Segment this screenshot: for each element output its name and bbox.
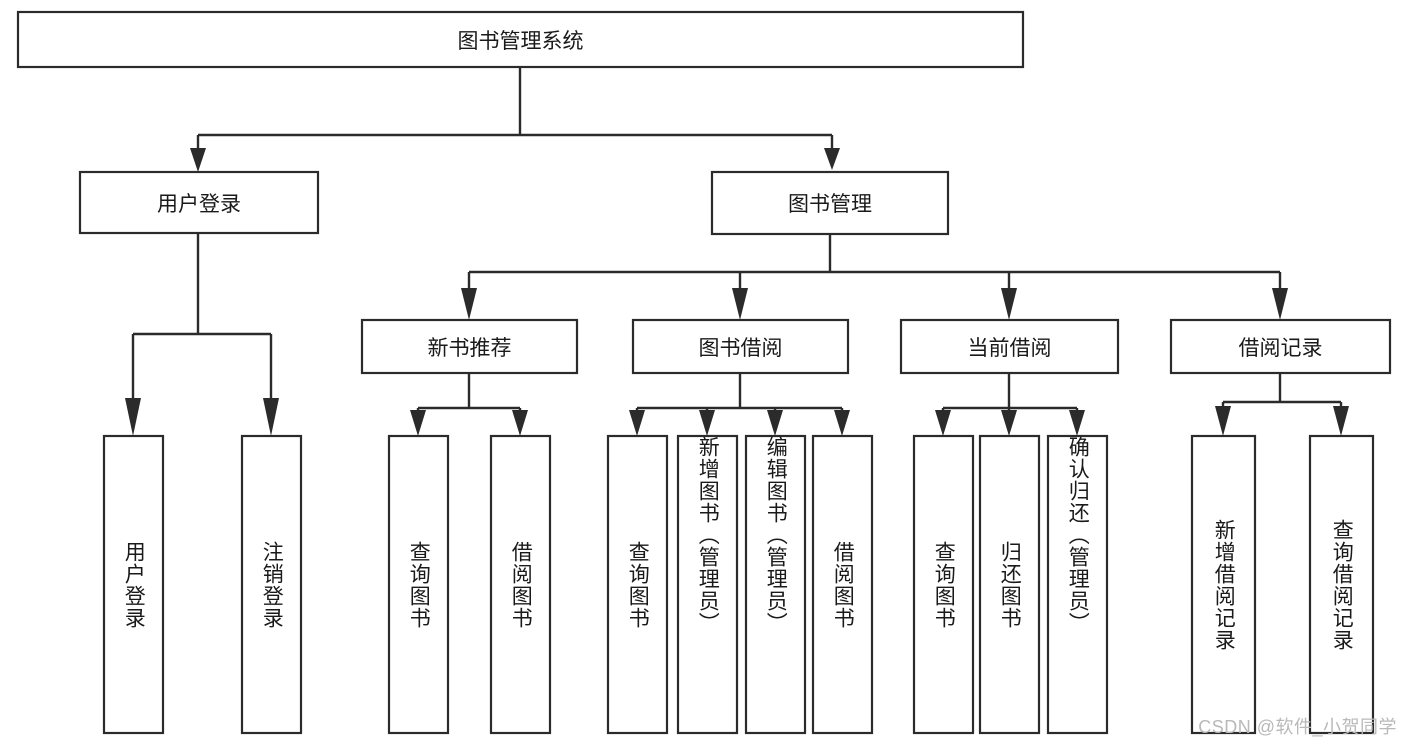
- leaf-borrow-record-1[interactable]: [1308, 434, 1375, 735]
- leaf-book-borrow-2[interactable]: [744, 434, 807, 735]
- connector-userlogin-to-leaves: [125, 233, 279, 436]
- node-current-borrow[interactable]: [899, 318, 1120, 375]
- node-root[interactable]: [16, 10, 1025, 69]
- connector-newbook-to-leaves: [410, 373, 528, 436]
- node-book-management[interactable]: [710, 170, 950, 236]
- watermark: CSDN @软件_小贺同学: [1198, 717, 1397, 737]
- leaf-borrow-record-0[interactable]: [1190, 434, 1257, 735]
- connector-bookmgmt-to-level3: [461, 234, 1288, 320]
- leaf-current-borrow-2[interactable]: [1046, 434, 1109, 735]
- leaf-current-borrow-1[interactable]: [978, 434, 1041, 735]
- leaf-user-login-1[interactable]: [240, 434, 303, 735]
- leaf-new-book-1[interactable]: [489, 434, 552, 735]
- connector-root-to-level2: [190, 67, 840, 172]
- node-new-book-recommend[interactable]: [360, 318, 579, 375]
- node-book-borrow[interactable]: [631, 318, 850, 375]
- node-user-login[interactable]: [78, 170, 320, 235]
- connector-bookborrow-to-leaves: [629, 373, 850, 436]
- connector-borrowrecord-to-leaves: [1215, 373, 1349, 436]
- leaf-book-borrow-1[interactable]: [676, 434, 739, 735]
- leaf-user-login-0[interactable]: [102, 434, 165, 735]
- leaf-book-borrow-0[interactable]: [606, 434, 669, 735]
- node-borrow-record[interactable]: [1169, 318, 1392, 375]
- leaf-current-borrow-0[interactable]: [912, 434, 975, 735]
- connector-currentborrow-to-leaves: [935, 373, 1085, 436]
- leaf-book-borrow-3[interactable]: [811, 434, 874, 735]
- leaf-new-book-0[interactable]: [387, 434, 450, 735]
